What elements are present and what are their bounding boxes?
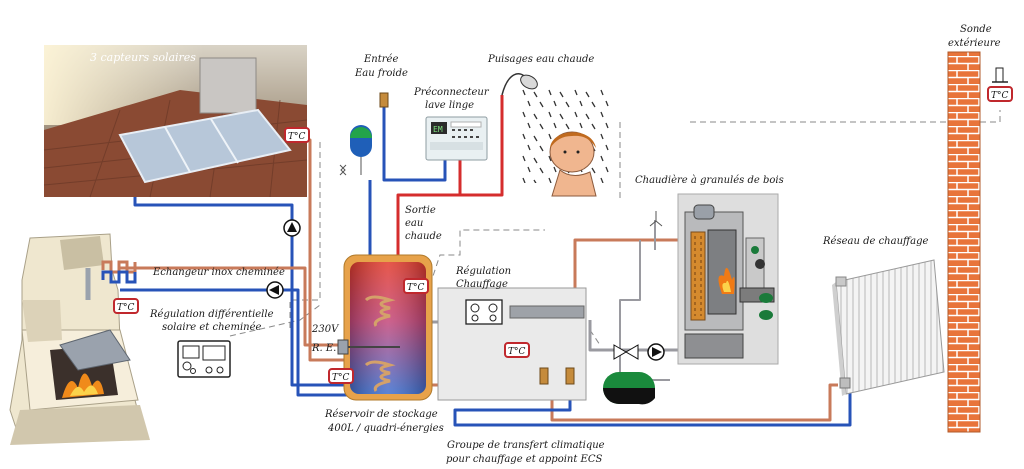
sensor-fireplace: T°C bbox=[113, 298, 139, 314]
sensor-fireplace-label: T°C bbox=[117, 303, 135, 313]
sensor-solar: T°C bbox=[284, 127, 310, 143]
transfer-group-label-2: pour chauffage et appoint ECS bbox=[446, 454, 602, 465]
temperature-sensors: T°C T°C T°C T°C T°C T°C bbox=[113, 86, 1013, 384]
heating-return-pipe bbox=[453, 370, 852, 427]
heating-flow-pipe bbox=[550, 370, 838, 422]
connector-display: EM bbox=[433, 125, 443, 134]
hot-water-outlet-label-1: Sortie bbox=[405, 205, 436, 216]
solar-collectors-photo: 3 capteurs solaires bbox=[43, 45, 308, 198]
sensor-tank-bottom: T°C bbox=[328, 368, 354, 384]
boiler-return-pipe bbox=[619, 240, 641, 355]
solar-collectors-label: 3 capteurs solaires bbox=[90, 51, 196, 64]
outdoor-probe-label-1: Sonde bbox=[960, 24, 992, 35]
sensor-transfer-group-label: T°C bbox=[508, 347, 526, 357]
solar-expansion-vessel bbox=[339, 125, 372, 176]
sensor-transfer-group: T°C bbox=[504, 342, 530, 358]
voltage-label: 230V bbox=[311, 324, 340, 335]
sensor-tank-bottom-label: T°C bbox=[332, 373, 350, 383]
hot-water-pipe bbox=[396, 160, 462, 270]
fireplace bbox=[9, 233, 150, 445]
upper-coil bbox=[364, 295, 396, 327]
shower-illustration bbox=[501, 73, 610, 197]
boiler-pump-icon bbox=[647, 343, 665, 361]
hot-water-outlet-label-3: chaude bbox=[405, 231, 442, 242]
cold-water-label-1: Entrée bbox=[363, 54, 398, 65]
heating-network-label: Réseau de chauffage bbox=[822, 236, 928, 247]
heating-expansion-vessel bbox=[603, 372, 655, 405]
brick-wall bbox=[947, 51, 981, 433]
hot-water-draw-pipe bbox=[460, 95, 504, 197]
outdoor-probe bbox=[992, 67, 1008, 83]
outdoor-probe-label-2: extérieure bbox=[948, 38, 1001, 49]
cold-water-label-2: Eau froide bbox=[354, 68, 408, 79]
three-way-valve-icon bbox=[613, 344, 639, 360]
cold-water-valve bbox=[379, 92, 389, 108]
washing-machine-label-1: Préconnecteur bbox=[413, 87, 490, 98]
washing-machine-connector: EM bbox=[425, 116, 488, 161]
sensor-solar-label: T°C bbox=[288, 132, 306, 142]
sensor-tank-top-label: T°C bbox=[407, 283, 425, 293]
sensor-outdoor: T°C bbox=[987, 86, 1013, 102]
sensor-outdoor-label: T°C bbox=[991, 91, 1009, 101]
differential-controller bbox=[177, 340, 231, 378]
boiler-flow-pipe bbox=[573, 238, 690, 312]
fireplace-pump-icon bbox=[266, 281, 284, 299]
heating-regulation-label-2: Chauffage bbox=[456, 279, 508, 290]
washing-machine-label-2: lave linge bbox=[425, 100, 474, 111]
solar-pump-icon bbox=[283, 219, 301, 237]
storage-tank-label-2: 400L / quadri-énergies bbox=[327, 423, 444, 434]
solar-return-pipe bbox=[133, 197, 360, 387]
hot-water-draw-label: Puisages eau chaude bbox=[487, 54, 594, 65]
hot-water-outlet-label-2: eau bbox=[405, 218, 423, 229]
differential-regulation-label-1: Régulation différentielle bbox=[149, 309, 274, 320]
diagram-labels: Entrée Eau froide Préconnecteur lave lin… bbox=[149, 24, 1001, 465]
heating-regulation-label-1: Régulation bbox=[455, 266, 511, 277]
storage-tank-label-1: Réservoir de stockage bbox=[324, 409, 438, 420]
radiator bbox=[832, 259, 945, 396]
differential-regulation-label-2: solaire et cheminée bbox=[162, 322, 262, 333]
cold-water-pipe bbox=[382, 100, 447, 182]
pellet-boiler bbox=[649, 193, 779, 365]
transfer-group-label-1: Groupe de transfert climatique bbox=[447, 440, 605, 451]
electric-element-label: R. E. bbox=[311, 343, 336, 354]
fireplace-exchanger-label: Echangeur inox cheminée bbox=[152, 267, 285, 278]
fireplace-return-pipe bbox=[120, 288, 365, 397]
sensor-tank-top: T°C bbox=[403, 278, 429, 294]
pellet-boiler-label: Chaudière à granulés de bois bbox=[635, 175, 784, 186]
fireplace-flow-pipe bbox=[120, 266, 345, 347]
boiler-feed-pipe bbox=[588, 320, 690, 352]
lower-coil bbox=[364, 360, 396, 392]
